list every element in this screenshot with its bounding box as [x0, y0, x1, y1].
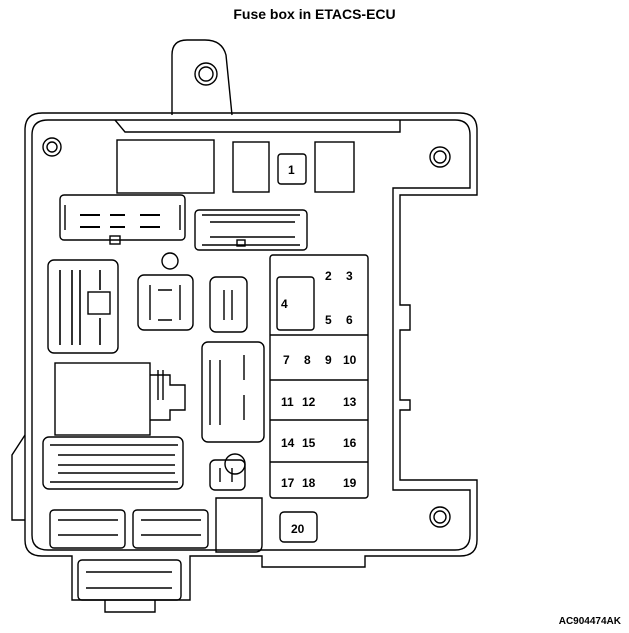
connector-bottom-left: [49, 509, 126, 549]
connector-center: [137, 274, 194, 331]
fuse-11: 11: [281, 395, 294, 409]
relay-top-left: [116, 139, 215, 194]
connector-bottom-center: [132, 509, 209, 549]
fuse-16: 16: [343, 436, 357, 450]
fuse-1-holder: [277, 153, 307, 185]
relay-lower-left: [54, 362, 151, 436]
fuse-7: 7: [283, 353, 290, 367]
fuse-14: 14: [281, 436, 295, 450]
fuse-10: 10: [343, 353, 357, 367]
connector-lower-left: [42, 436, 184, 490]
connector-left: [47, 259, 119, 354]
top-mounting-hole: [194, 62, 218, 86]
fuse-4: 4: [281, 297, 288, 311]
fuse-17: 17: [281, 476, 295, 490]
right-top-mounting-hole: [429, 146, 451, 168]
top-mounting-tab: [171, 39, 233, 116]
connector-small: [209, 276, 248, 333]
connector-upper-center: [194, 209, 308, 251]
fuse-2: 2: [325, 269, 332, 283]
fuse-20-holder: [279, 511, 318, 543]
connector-upper-left: [59, 194, 186, 241]
fuse-1: 1: [288, 163, 295, 177]
left-bracket: [11, 434, 26, 521]
fuse-9: 9: [325, 353, 332, 367]
figure-code: AC904474AK: [558, 616, 621, 627]
connector-bottom: [77, 559, 182, 601]
housing-outline: [24, 112, 478, 601]
relay-top-mid: [232, 141, 270, 193]
fuse-19: 19: [343, 476, 357, 490]
fuse-block: [269, 254, 369, 499]
diagram-title: Fuse box in ETACS-ECU: [233, 6, 396, 22]
fuse-5: 5: [325, 313, 332, 327]
fuse-15: 15: [302, 436, 316, 450]
fuse-13: 13: [343, 395, 357, 409]
fuse-12: 12: [302, 395, 316, 409]
left-mounting-hole: [42, 137, 62, 157]
fuse-20: 20: [291, 522, 305, 536]
fuse-18: 18: [302, 476, 316, 490]
fuse-6: 6: [346, 313, 353, 327]
relay-bottom-center: [215, 497, 263, 553]
housing-inner-outline: [31, 119, 471, 551]
relay-top-right: [314, 141, 355, 193]
relay-vertical: [201, 341, 265, 443]
fuse-8: 8: [304, 353, 311, 367]
fuse-3: 3: [346, 269, 353, 283]
right-bottom-mounting-hole: [429, 506, 451, 528]
connector-small-lower: [209, 459, 246, 491]
